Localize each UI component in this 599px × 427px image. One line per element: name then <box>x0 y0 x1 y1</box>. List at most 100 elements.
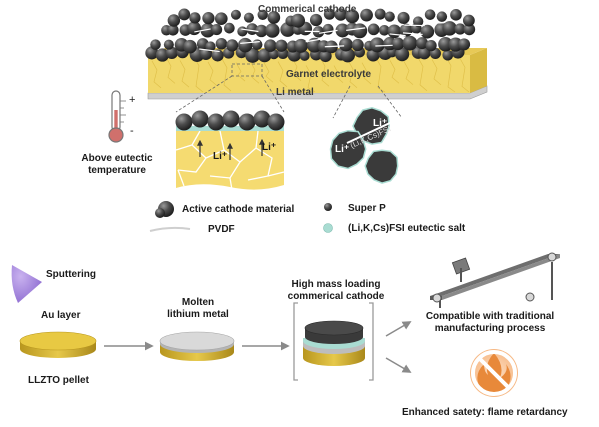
active-cathode-particle <box>211 49 224 62</box>
interface-zoom-panel <box>175 110 285 191</box>
active-cathode-particle <box>360 8 373 22</box>
flame-retardant-icon <box>470 349 518 397</box>
pvdf-fiber <box>389 33 406 37</box>
active-cathode-particle <box>397 11 410 25</box>
active-cathode-particle <box>167 14 181 27</box>
legend <box>149 201 333 233</box>
pvdf-fiber <box>240 41 260 44</box>
active-cathode-particle <box>436 11 448 22</box>
legend-active-material: Active cathode material <box>182 204 295 215</box>
active-cathode-particle <box>323 8 336 20</box>
active-cathode-particle <box>202 12 215 25</box>
active-cathode-particle <box>245 48 261 63</box>
active-cathode-particle <box>438 36 453 52</box>
active-cathode-particle <box>264 39 277 52</box>
pvdf-fiber <box>386 22 404 26</box>
li-ion-label-4: Li⁺ <box>335 144 350 155</box>
active-cathode-particle <box>191 110 209 128</box>
active-cathode-particle <box>215 37 228 50</box>
active-cathode-particle <box>257 48 272 63</box>
active-cathode-particle <box>345 9 360 24</box>
active-cathode-particle <box>420 24 435 39</box>
active-cathode-particle <box>412 16 424 27</box>
active-cathode-particle <box>416 37 429 50</box>
active-cathode-particle <box>187 21 202 36</box>
active-cathode-particle <box>352 23 368 39</box>
active-cathode-particle <box>178 8 191 21</box>
garnet-electrolyte-front <box>148 55 470 93</box>
active-cathode-particle <box>267 11 281 24</box>
safety-label: Enhanced satety: flame retardancy <box>402 407 568 418</box>
battery-stack <box>145 8 488 100</box>
super-p-zoom <box>329 107 399 184</box>
active-cathode-particle <box>253 110 271 128</box>
active-cathode-particle <box>450 8 462 21</box>
molten-lithium-disc <box>159 331 235 361</box>
active-cathode-particle <box>255 24 268 38</box>
active-cathode-particle <box>167 24 179 36</box>
molten-label-line2: lithium metal <box>167 309 229 320</box>
active-cathode-particle <box>387 24 402 39</box>
compatible-label-line2: manufacturing process <box>434 323 546 334</box>
active-cathode-particle <box>462 14 475 27</box>
legend-salt-icon <box>323 223 333 233</box>
high-mass-label-line2: commerical cathode <box>287 291 385 302</box>
thermometer-plus: + <box>129 94 136 106</box>
li-ion-label-1: Li⁺ <box>213 151 228 162</box>
legend-eutectic-salt: (Li,K,Cs)FSI eutectic salt <box>348 223 466 234</box>
active-cathode-particle <box>351 38 364 52</box>
temperature-label-line1: Above eutectic <box>81 153 153 164</box>
active-cathode-particle <box>246 23 259 35</box>
active-cathode-particle <box>205 41 216 52</box>
active-cathode-particle <box>291 13 306 28</box>
active-cathode-particle <box>214 12 228 26</box>
active-cathode-particle <box>367 23 380 36</box>
pvdf-fiber <box>194 28 211 33</box>
active-cathode-particle <box>257 9 268 20</box>
sputtering-label: Sputtering <box>46 269 96 280</box>
sputtering-source-icon <box>11 265 42 303</box>
thermometer-minus: - <box>130 125 134 137</box>
cathode-particle-layer <box>145 8 476 63</box>
full-cell-disc <box>293 302 374 381</box>
active-cathode-particle <box>334 8 347 21</box>
active-cathode-particle <box>458 38 471 51</box>
active-cathode-particle <box>454 23 466 35</box>
active-cathode-particle <box>340 47 355 63</box>
active-cathode-particle <box>335 23 350 38</box>
active-cathode-particle <box>402 35 418 51</box>
active-cathode-particle <box>424 9 436 20</box>
active-cathode-particle <box>463 23 476 36</box>
pvdf-fiber <box>346 121 393 144</box>
active-cathode-particle <box>175 113 193 131</box>
au-layer-label: Au layer <box>41 310 81 321</box>
active-cathode-particle <box>339 37 353 52</box>
active-cathode-particle <box>189 12 201 24</box>
conveyor-belt-icon <box>430 252 560 308</box>
active-cathode-particle <box>299 50 310 61</box>
legend-active-material-icon <box>155 201 174 218</box>
garnet-electrolyte-side <box>470 48 487 93</box>
pvdf-fiber <box>324 45 345 48</box>
active-cathode-particle <box>369 37 385 53</box>
active-cathode-particle <box>155 48 170 62</box>
active-cathode-particle <box>163 39 174 50</box>
active-cathode-particle <box>294 38 308 53</box>
pvdf-fiber <box>402 32 423 36</box>
active-cathode-particle <box>309 13 323 27</box>
active-cathode-particle <box>379 24 390 36</box>
active-cathode-particle <box>222 110 240 128</box>
pvdf-fiber <box>199 48 220 53</box>
active-cathode-particle <box>267 113 285 131</box>
active-cathode-particle <box>391 37 405 51</box>
active-cathode-particle <box>442 49 454 61</box>
active-cathode-particle <box>200 22 215 38</box>
active-cathode-particle <box>211 24 223 36</box>
active-cathode-particle <box>374 8 386 20</box>
active-cathode-particle <box>237 26 248 37</box>
pvdf-fiber <box>319 29 338 34</box>
li-ion-label-3: Li⁺ <box>373 118 388 129</box>
molten-label-line1: Molten <box>181 297 215 308</box>
active-cathode-particle <box>395 47 410 62</box>
active-cathode-particle <box>207 113 225 131</box>
